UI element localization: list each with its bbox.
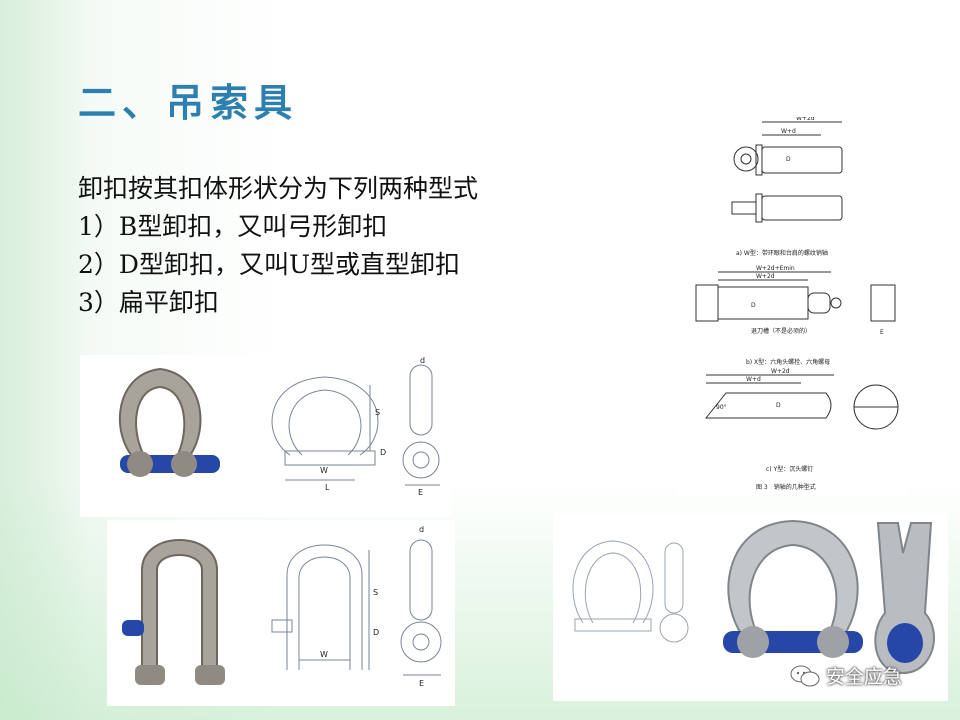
b-shackle-figure: L S d W D E xyxy=(80,355,452,517)
dim-label: E xyxy=(419,679,424,688)
dim-label: d xyxy=(420,356,425,365)
dim-label: W+2d xyxy=(771,368,790,375)
dim-label: W+2d+Emin xyxy=(756,265,795,272)
slide-title: 二、吊索具 xyxy=(78,80,299,125)
dim-label: S xyxy=(373,588,378,597)
pin-types-drawing: W+2d W+d D a) W型：带环眼和台肩的螺纹销轴 W+2d+Emin W… xyxy=(676,117,908,495)
dim-label: D xyxy=(751,302,756,309)
slide-body: 卸扣按其扣体形状分为下列两种型式 1）B型卸扣，又叫弓形卸扣 2）D型卸扣，又叫… xyxy=(78,170,478,322)
d-shackle-drawing xyxy=(271,539,442,676)
bow-shackle-photo xyxy=(723,519,863,658)
figure-caption: 图 3 销轴的几种型式 xyxy=(756,483,816,491)
dim-label: E xyxy=(880,329,884,336)
list-item: 1）B型卸扣，又叫弓形卸扣 xyxy=(78,212,388,241)
watermark-text: 安全应急 xyxy=(826,666,903,688)
dim-label: W+d xyxy=(746,376,761,383)
d-shackle-figure: W S d D E xyxy=(107,520,455,706)
dim-label: W xyxy=(320,466,328,475)
dim-label: D xyxy=(786,156,791,163)
dim-label: S xyxy=(375,408,380,417)
caption-a: a) W型：带环眼和台肩的螺纹销轴 xyxy=(736,249,828,257)
dim-label: W+2d xyxy=(756,273,775,280)
dim-label: d xyxy=(419,525,424,534)
dim-label: D xyxy=(373,628,379,637)
bow-shackle-photos xyxy=(553,513,948,701)
bow-shackle-drawing xyxy=(572,540,689,643)
dim-label: L xyxy=(325,483,330,492)
dim-label: D xyxy=(380,448,386,457)
flat-shackle-photo xyxy=(874,522,935,675)
dim-label: W+2d xyxy=(796,117,815,122)
caption-b: b) X型：六角头螺栓、六角螺母 xyxy=(746,358,830,366)
b-shackle-photo xyxy=(118,367,220,477)
d-shackle-photo xyxy=(122,539,225,685)
watermark: 安全应急 xyxy=(790,662,902,689)
dim-label: W+d xyxy=(781,128,796,135)
list-item: 3）扁平卸扣 xyxy=(78,288,219,317)
intro-line: 卸扣按其扣体形状分为下列两种型式 xyxy=(78,174,479,203)
angle-label: 90° xyxy=(716,404,727,411)
b-shackle-drawing xyxy=(271,364,440,486)
caption-c: c) Y型：沉头螺钉 xyxy=(766,465,813,473)
groove-note: 退刀槽（不是必须的） xyxy=(751,327,811,335)
list-item: 2）D型卸扣，又叫U型或直型卸扣 xyxy=(78,250,461,279)
dim-label: D xyxy=(776,402,781,409)
dim-label: W xyxy=(320,650,328,659)
dim-label: E xyxy=(418,488,423,497)
wechat-icon xyxy=(790,665,820,686)
